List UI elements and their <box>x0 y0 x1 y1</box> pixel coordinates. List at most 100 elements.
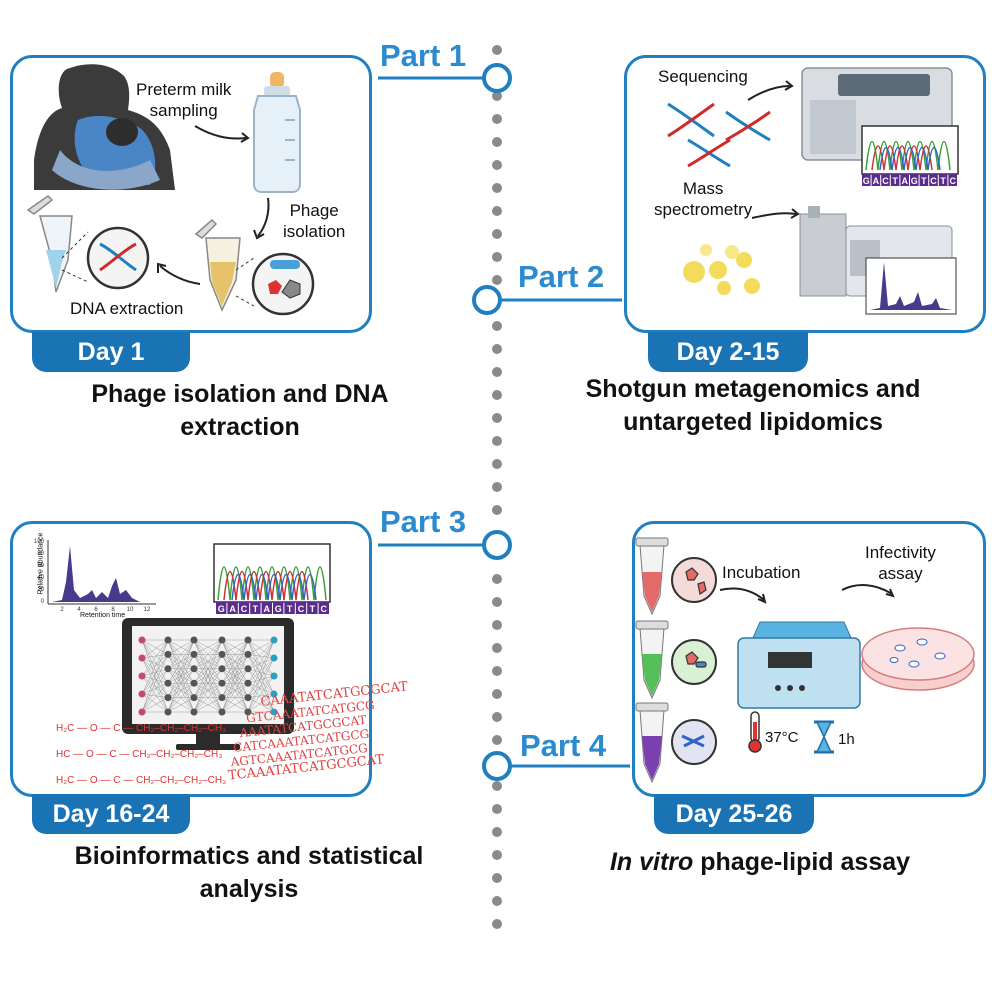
network-node <box>244 679 252 687</box>
node-part3 <box>482 530 512 560</box>
letter-text: G <box>275 604 282 614</box>
letter-cell <box>238 602 250 614</box>
letter-text: A <box>873 176 880 186</box>
network-node <box>138 654 146 662</box>
network-node <box>218 679 226 687</box>
node-part1 <box>482 63 512 93</box>
timeline-dot <box>492 689 502 699</box>
p3-chromatogram <box>213 543 331 603</box>
timeline-dot <box>492 367 502 377</box>
network-node <box>270 708 278 716</box>
p2-chromatogram <box>865 257 957 315</box>
monitor-network-icon <box>122 618 294 750</box>
letter-text: G <box>218 604 225 614</box>
dna-extraction-label: DNA extraction <box>70 299 184 318</box>
letter-cell <box>900 174 909 186</box>
timeline-dot <box>492 321 502 331</box>
network-node <box>190 665 198 673</box>
letter-text: T <box>253 604 259 614</box>
letter-cell <box>938 174 948 186</box>
network-node <box>164 636 172 644</box>
network-node <box>218 650 226 658</box>
network-node <box>218 708 226 716</box>
timeline-dot <box>492 45 502 55</box>
incubator-icon <box>737 621 861 709</box>
letter-cell <box>948 174 957 186</box>
sequencing-label: Sequencing <box>658 67 748 86</box>
letter-text: T <box>921 176 927 186</box>
timeline-dot <box>492 91 502 101</box>
tube-phage-icon <box>194 218 241 312</box>
petri-dish-icon <box>861 627 975 691</box>
node-part4 <box>482 751 512 781</box>
lipid-structure: H₂C — O — C — CH₂–CH₂–CH₂–CH₃ HC — O — C… <box>56 723 227 786</box>
node-part2 <box>472 285 502 315</box>
letter-text: T <box>310 604 316 614</box>
tube-dna-icon <box>26 195 73 293</box>
x-tick-label: 10 <box>127 607 134 613</box>
thermometer-icon <box>748 711 762 753</box>
chart-xlabel: Retention time <box>80 612 126 619</box>
timeline-dot <box>492 712 502 722</box>
network-node <box>164 679 172 687</box>
network-node <box>138 672 146 680</box>
letter-cell <box>871 174 881 186</box>
timeline-dot <box>492 390 502 400</box>
letter-cell <box>227 602 238 614</box>
network-node <box>138 636 146 644</box>
part1-label: Part 1 <box>380 38 467 73</box>
timeline-dots <box>492 45 502 929</box>
timeline-dot <box>492 252 502 262</box>
incubation-label: Incubation <box>722 563 801 582</box>
letter-cell <box>929 174 938 186</box>
lipid-droplets-icon <box>683 244 760 295</box>
part3-label: Part 3 <box>380 504 467 539</box>
timeline-dot <box>492 643 502 653</box>
network-node <box>190 708 198 716</box>
caption-part4: In vitro phage-lipid assay <box>609 848 911 876</box>
mother-icon <box>34 64 175 190</box>
timeline-dot <box>492 206 502 216</box>
network-node <box>138 690 146 698</box>
network-node <box>244 665 252 673</box>
phage-zoom-icon <box>251 252 315 316</box>
letter-text: T <box>892 176 898 186</box>
letter-cell <box>919 174 929 186</box>
letter-text: A <box>229 604 236 614</box>
network-node <box>138 708 146 716</box>
y-tick-label: 100 <box>34 539 45 545</box>
day-tab-part3: Day 16-24 <box>32 794 190 834</box>
y-tick-label: 40 <box>37 575 44 581</box>
network-node <box>190 650 198 658</box>
tube-red-icon <box>635 537 669 616</box>
timeline-dot <box>492 275 502 285</box>
network-node <box>270 672 278 680</box>
network-node <box>270 690 278 698</box>
timeline-dot <box>492 620 502 630</box>
part2-label: Part 2 <box>518 259 605 294</box>
letter-cell <box>250 602 261 614</box>
network-node <box>190 694 198 702</box>
letter-text: T <box>940 176 946 186</box>
letter-text: G <box>911 176 918 186</box>
timeline-dot <box>492 459 502 469</box>
timeline-dot <box>492 505 502 515</box>
tube-green-icon <box>635 620 669 700</box>
timeline-dot <box>492 896 502 906</box>
tube-purple-icon <box>635 702 669 784</box>
letter-text: C <box>241 604 248 614</box>
network-node <box>164 665 172 673</box>
day-tab-part4: Day 25-26 <box>654 794 814 834</box>
timeline-dot <box>492 229 502 239</box>
y-tick-label: 20 <box>37 587 44 593</box>
network-node <box>244 636 252 644</box>
timeline-dot <box>492 919 502 929</box>
letter-text: C <box>949 176 956 186</box>
letter-cell <box>261 602 272 614</box>
letter-cell <box>295 602 307 614</box>
y-tick-label: 0 <box>41 599 45 605</box>
